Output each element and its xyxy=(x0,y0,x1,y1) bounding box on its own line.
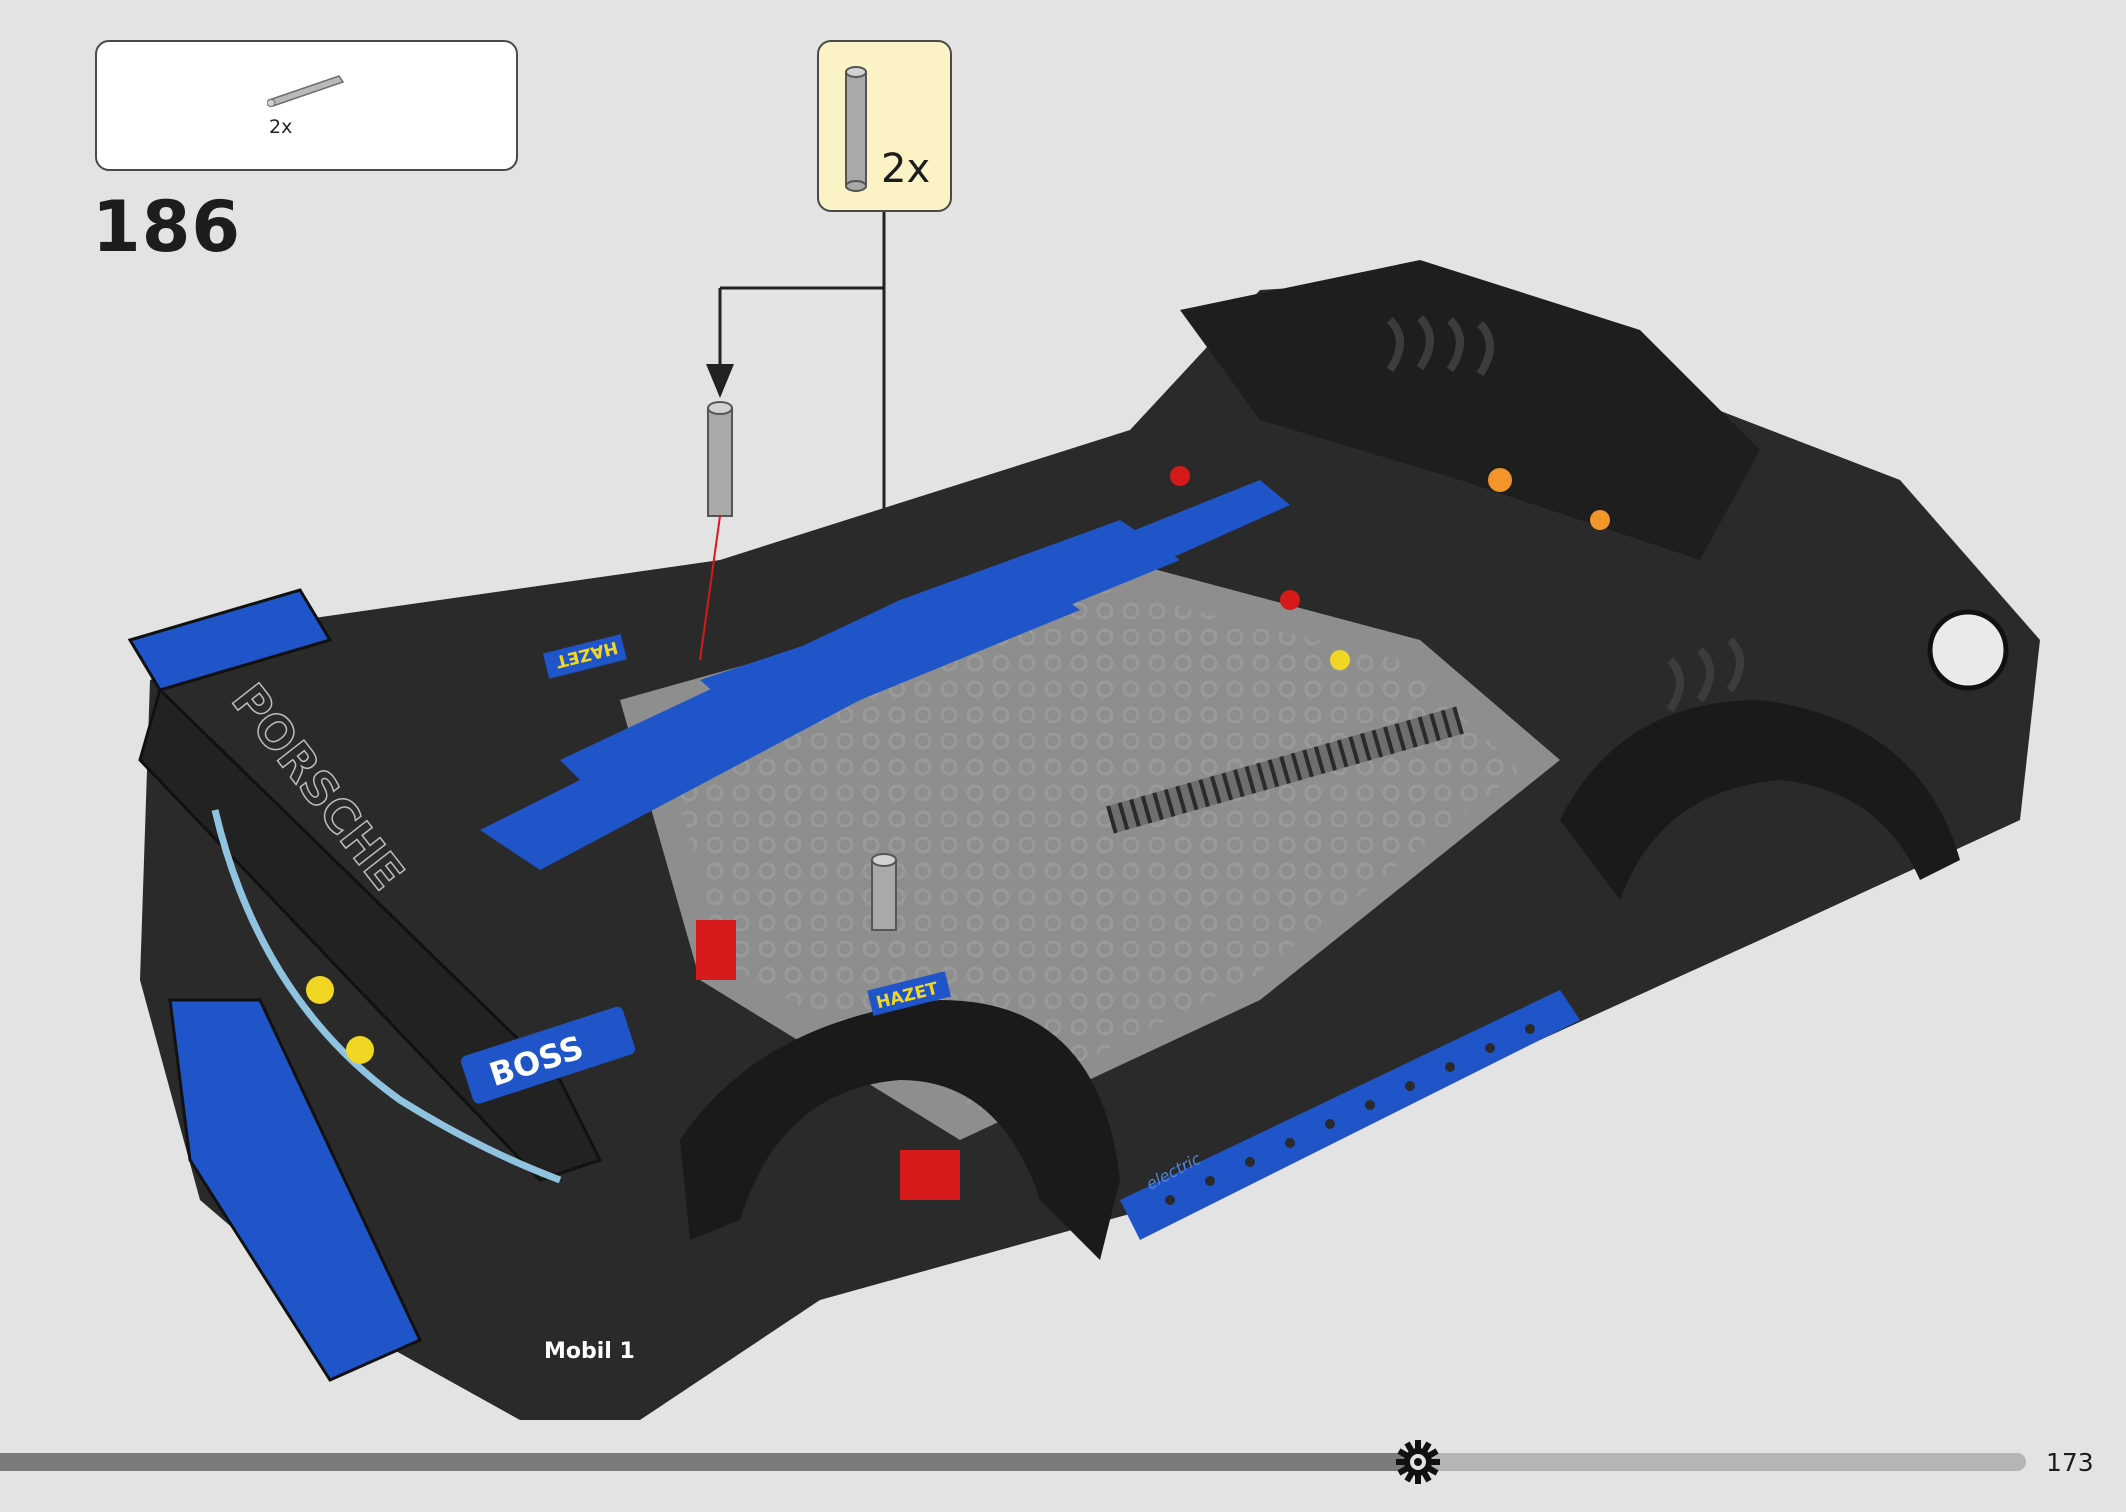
progress-fill xyxy=(0,1453,1418,1471)
car-body xyxy=(127,260,2040,1420)
progress-track xyxy=(0,1453,2026,1471)
decal-mobil: Mobil 1 xyxy=(544,1339,635,1364)
callout-quantity: 2x xyxy=(881,146,931,192)
sub-assembly-callout: 2x xyxy=(817,40,952,212)
axle-insert-rear xyxy=(699,401,733,661)
axle-insert-front xyxy=(871,853,897,931)
parts-list-box: 2x xyxy=(95,40,518,171)
step-number: 186 xyxy=(92,186,242,268)
arrow-down-icon xyxy=(706,364,734,398)
page-number: 173 xyxy=(2046,1448,2094,1477)
parts-list-quantity: 2x xyxy=(269,116,293,138)
axle-part-icon xyxy=(845,66,867,192)
gear-icon xyxy=(1396,1440,1440,1484)
axle-part-icon xyxy=(267,75,345,107)
